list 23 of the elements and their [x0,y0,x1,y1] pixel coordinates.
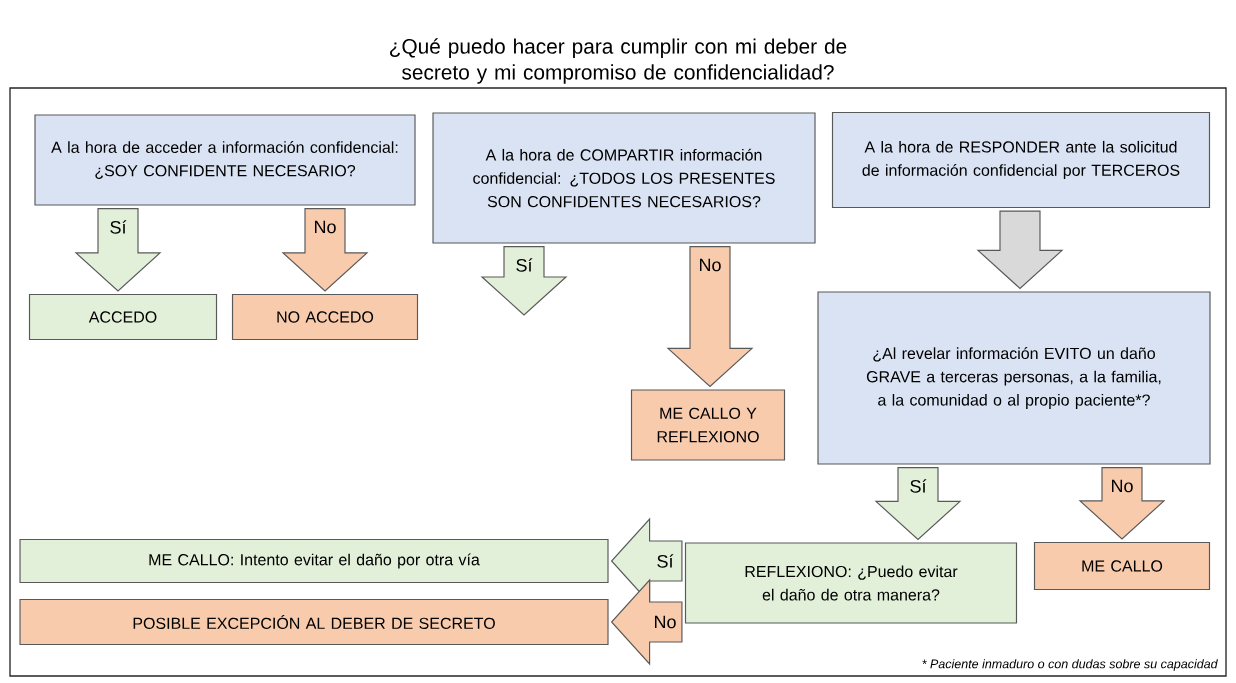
edge-label: No [651,614,679,630]
block-arrow [281,208,369,292]
block-arrow [874,467,962,541]
edge-label: No [1108,478,1136,494]
process-box: A la hora de acceder a información confidencial: ¿SOY CONFIDENTE NECESARIO? [34,114,416,206]
process-box: ME CALLO Y REFLEXIONO [630,389,786,461]
edge-label: No [696,257,724,273]
title: ¿Qué puedo hacer para cumplir con mi deber de secreto y mi compromiso de confidencialidad? [390,38,847,84]
process-box: NO ACCEDO [231,293,419,341]
process-box: POSIBLE EXCEPCIÓN AL DEBER DE SECRETO [19,598,609,646]
process-box: A la hora de COMPARTIR información confidencial: ¿TODOS LOS PRESENTES SON CONFIDENTES NECESARIOS? [432,112,816,244]
process-box: ME CALLO [1033,541,1211,591]
process-box: A la hora de RESPONDER ante la solicitud de información confidencial por TERCEROS [831,111,1211,209]
block-arrow [666,246,754,388]
block-arrow [74,208,162,292]
process-box: ACCEDO [28,293,218,341]
process-box: ME CALLO: Intento evitar el daño por otra vía [19,538,609,584]
process-box: ¿Al revelar información EVITO un daño GRAVE a terceras personas, a la familia, a la comunidad o al propio paciente*? [817,291,1211,465]
process-box: REFLEXIONO: ¿Puedo evitar el daño de otra manera? [684,542,1018,624]
edge-label: No [311,219,339,235]
block-arrow [480,246,568,316]
footnote: * Paciente inmaduro o con dudas sobre su capacidad [922,659,1218,671]
block-arrow [976,210,1064,290]
